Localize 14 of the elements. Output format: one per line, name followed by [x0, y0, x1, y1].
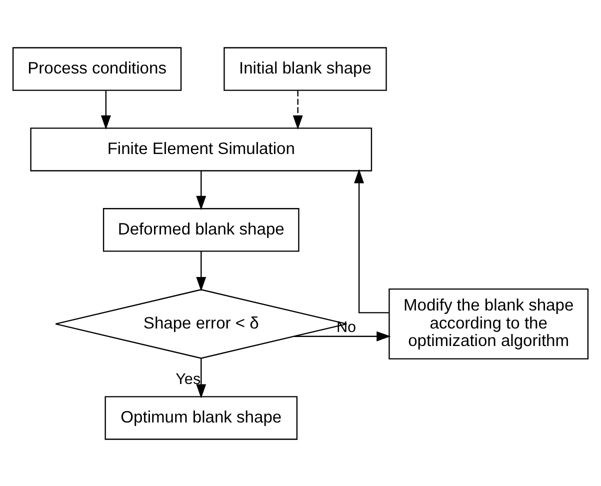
arrow: [196, 170, 206, 210]
edge-label: Yes: [176, 370, 201, 388]
arrow: [292, 90, 303, 130]
node-box: Process conditions: [12, 46, 182, 90]
arrow: [196, 358, 206, 398]
node-box: Finite Element Simulation: [30, 127, 372, 171]
arrow: [100, 90, 111, 130]
node-box: Initial blank shape: [224, 46, 387, 90]
node-box: Optimum blank shape: [104, 396, 298, 440]
arrow: [354, 168, 390, 313]
node-box: Modify the blank shape according to the optimization algorithm: [388, 288, 589, 359]
arrow: [196, 250, 206, 291]
arrow: [294, 330, 391, 341]
node-box: Deformed blank shape: [102, 208, 300, 252]
